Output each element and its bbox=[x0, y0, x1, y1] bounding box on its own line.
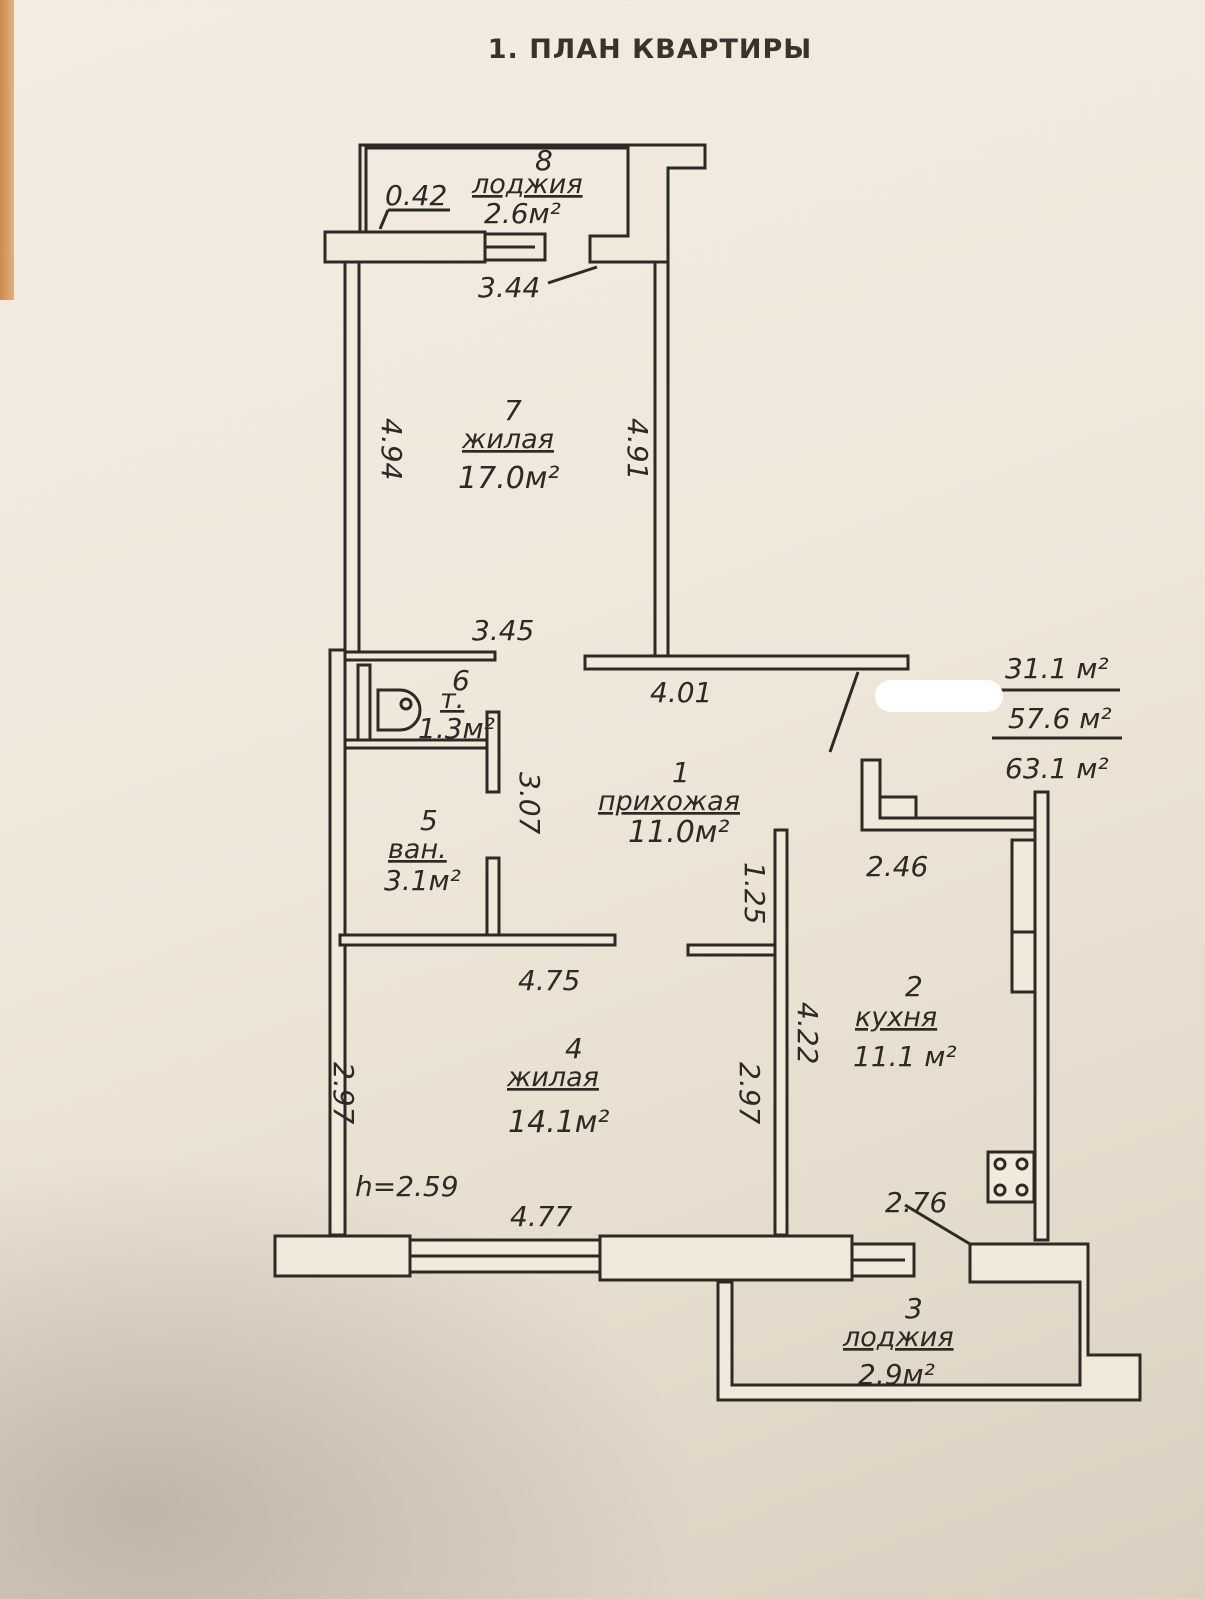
room-5-area: 3.1м² bbox=[384, 864, 461, 897]
wall-segment bbox=[1033, 790, 1050, 1242]
dimension-label: 2.97 bbox=[327, 1062, 360, 1125]
door-swing bbox=[828, 671, 860, 753]
dimension-label: 3.44 bbox=[478, 271, 540, 304]
room-6-area: 1.3м² bbox=[418, 712, 495, 745]
room-3-number: 3 bbox=[905, 1292, 923, 1325]
wall-segment bbox=[485, 856, 501, 942]
dimension-label: 4.22 bbox=[791, 1002, 824, 1064]
toilet-icon bbox=[376, 688, 422, 732]
room-3-name: лоджия bbox=[842, 1322, 954, 1353]
room-6-name: т. bbox=[440, 684, 464, 715]
dimension-label: 1.25 bbox=[738, 862, 771, 924]
dimension-label: 2.76 bbox=[885, 1186, 947, 1219]
dimension-label: 4.01 bbox=[650, 676, 712, 709]
room-2-name: кухня bbox=[855, 1002, 937, 1033]
room-8-number: 8 bbox=[535, 144, 553, 177]
wall-segment bbox=[273, 1234, 412, 1278]
room-7-number: 7 bbox=[504, 394, 522, 427]
wall-segment bbox=[323, 230, 487, 264]
room-2-number: 2 bbox=[905, 970, 923, 1003]
vent-shaft bbox=[878, 795, 918, 820]
room-7-name: жилая bbox=[461, 424, 554, 455]
wall-segment bbox=[583, 654, 910, 671]
wall-segment bbox=[343, 650, 497, 662]
wall-segment bbox=[653, 260, 670, 659]
room-4-number: 4 bbox=[565, 1032, 583, 1065]
dimension-label: 0.42 bbox=[385, 179, 447, 212]
room-1-number: 1 bbox=[672, 756, 690, 789]
wall-segment bbox=[773, 828, 789, 1237]
room-2-area: 11.1 м² bbox=[853, 1040, 957, 1073]
page-title: 1. ПЛАН КВАРТИРЫ bbox=[487, 34, 813, 65]
dimension-label: 2.97 bbox=[733, 1062, 766, 1125]
wall-segment bbox=[598, 1234, 854, 1282]
room-4-name: жилая bbox=[506, 1062, 599, 1093]
wall-segment bbox=[686, 943, 787, 957]
living-area-total: 31.1 м² bbox=[1005, 652, 1109, 685]
ceiling-height: h=2.59 bbox=[355, 1170, 459, 1203]
wall-segment bbox=[485, 710, 501, 794]
room-3-area: 2.9м² bbox=[858, 1358, 935, 1391]
room-5-number: 5 bbox=[420, 804, 438, 837]
room-7-area: 17.0м² bbox=[458, 461, 559, 496]
total-area-with-loggias: 63.1 м² bbox=[1005, 752, 1109, 785]
room-8-name: лоджия bbox=[471, 169, 583, 200]
dimension-label: 4.75 bbox=[518, 964, 580, 997]
total-area: 57.6 м² bbox=[1008, 702, 1112, 735]
dimension-label: 3.07 bbox=[513, 772, 546, 835]
room-6-number: 6 bbox=[452, 664, 470, 697]
table-edge bbox=[0, 0, 14, 300]
wall-segment bbox=[338, 933, 617, 947]
dimension-label: 2.46 bbox=[866, 850, 928, 883]
photo-shadow bbox=[0, 1150, 700, 1599]
dimension-label: 4.77 bbox=[510, 1200, 573, 1233]
counter bbox=[1010, 838, 1037, 934]
room-1-name: прихожая bbox=[598, 786, 740, 817]
dimension-label: 4.94 bbox=[375, 418, 408, 480]
redaction-mark bbox=[875, 680, 1003, 712]
dimension-label: 3.45 bbox=[472, 614, 534, 647]
room-4-area: 14.1м² bbox=[508, 1105, 609, 1140]
wall-segment bbox=[343, 260, 361, 654]
stove-icon bbox=[986, 1150, 1036, 1204]
room-5-name: ван. bbox=[388, 834, 447, 865]
room-1-area: 11.0м² bbox=[628, 815, 729, 850]
counter bbox=[1010, 930, 1037, 994]
room-8-area: 2.6м² bbox=[484, 197, 561, 230]
wall-segment bbox=[356, 663, 372, 742]
dimension-label: 4.91 bbox=[621, 418, 654, 480]
